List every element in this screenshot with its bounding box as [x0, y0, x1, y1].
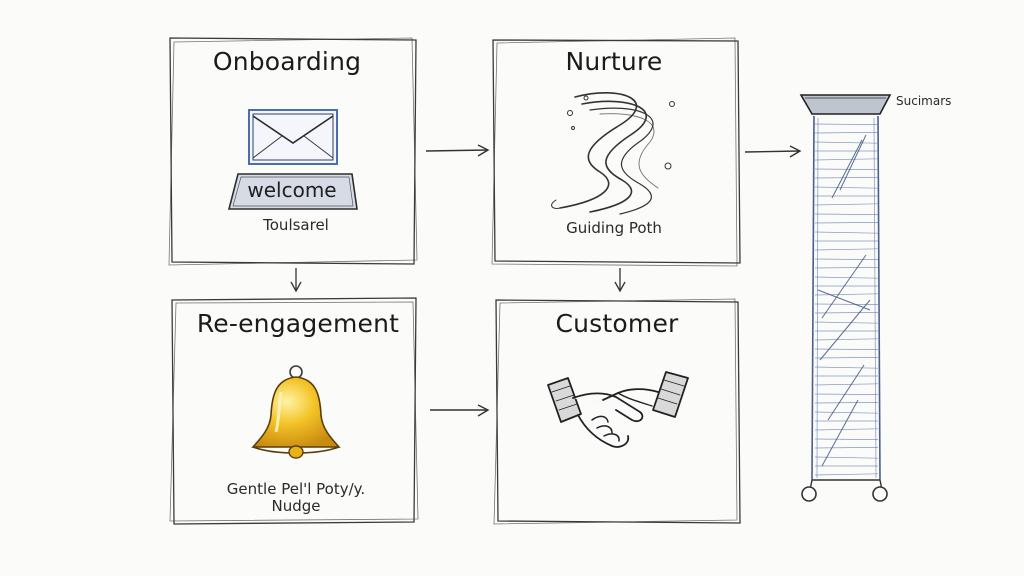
handshake-icon: [547, 371, 689, 448]
arrow-nurture-to-funnel: [744, 145, 802, 158]
onboarding-box: [168, 37, 418, 266]
arrow-nurture-down: [614, 268, 626, 293]
customer-title: Customer: [555, 309, 679, 338]
tower-rung: [814, 473, 879, 476]
reengagement-title: Re-engagement: [196, 309, 400, 338]
arrow-reengagement-to-customer: [430, 404, 490, 417]
tower-rung: [814, 141, 879, 144]
reengagement-caption-line1: Gentle Pel'l Poty/y.: [226, 480, 366, 498]
nurture-title: Nurture: [565, 47, 663, 76]
welcome-plate: [227, 173, 358, 210]
onboarding-caption: Toulsarel: [263, 216, 329, 234]
tower-rung: [814, 123, 879, 125]
nurture-caption: Guiding Poth: [566, 219, 662, 237]
tower-rung: [814, 186, 879, 189]
tower-rung: [814, 411, 879, 414]
tower-rung: [814, 293, 879, 296]
tower-rung: [814, 428, 879, 431]
tower-rung: [814, 456, 879, 459]
tower-rung: [814, 438, 879, 440]
nurture-box: [491, 37, 741, 267]
onboarding-title: Onboarding: [212, 47, 362, 76]
funnel-label: Sucimars: [896, 94, 952, 108]
tall-funnel-tower-icon: [799, 94, 892, 502]
arrow-onboarding-down: [290, 268, 302, 293]
tower-rung: [814, 213, 879, 215]
tower-rung: [814, 402, 879, 404]
customer-box: [493, 298, 741, 525]
reengagement-box: [169, 297, 419, 525]
tower-rung: [814, 203, 879, 206]
tower-rung: [814, 258, 879, 260]
arrow-onboarding-to-nurture: [425, 144, 490, 157]
tower-rung: [814, 348, 879, 350]
winding-path-icon: [551, 91, 675, 215]
tower-rung: [814, 447, 879, 449]
envelope-icon: [248, 109, 338, 165]
tower-rung: [814, 248, 879, 251]
tower-rung: [814, 312, 879, 314]
welcome-label: welcome: [247, 178, 337, 202]
tower-rung: [814, 393, 879, 395]
tower-rung: [814, 222, 879, 224]
tower-rung: [814, 276, 879, 279]
tower-rung: [814, 267, 879, 269]
tower-rung: [814, 366, 879, 369]
tower-rung: [814, 321, 879, 324]
tower-rung: [814, 303, 879, 305]
tower-rung: [814, 231, 879, 234]
tower-rung: [814, 338, 879, 341]
tower-rung: [814, 357, 879, 359]
tower-rung: [814, 177, 879, 179]
tower-rung: [814, 383, 879, 386]
bell-icon: [251, 365, 341, 459]
tower-rung: [814, 132, 879, 134]
reengagement-caption-line2: Nudge: [271, 497, 321, 515]
tower-rung: [814, 158, 879, 161]
